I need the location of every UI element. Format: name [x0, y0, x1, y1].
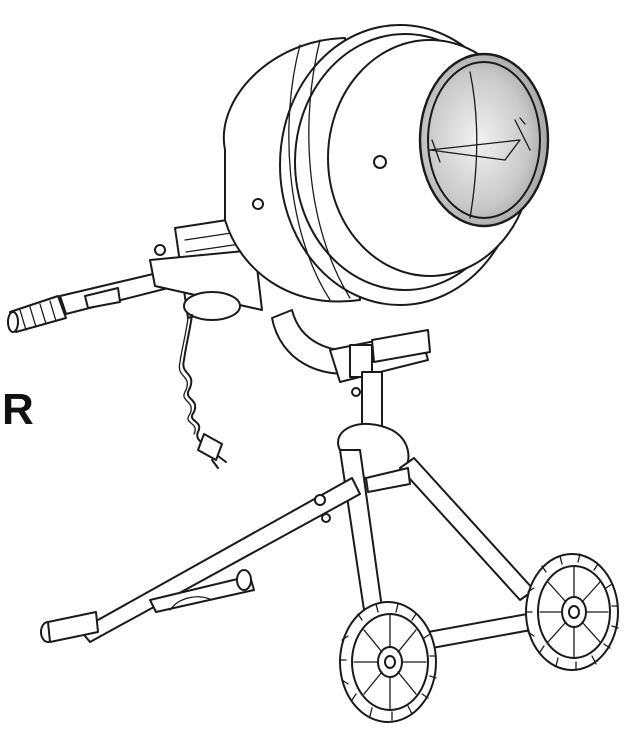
pull-handle: [7, 269, 177, 333]
drum-yoke: [271, 309, 431, 397]
front-wheel: [339, 601, 437, 723]
mixing-drum: [222, 24, 550, 306]
a-frame-stand: [40, 422, 565, 657]
power-cord: [178, 314, 227, 469]
motor-housing: [149, 217, 263, 321]
drum-opening: [418, 52, 550, 228]
rear-wheel: [525, 553, 619, 671]
side-label: R: [2, 385, 34, 434]
